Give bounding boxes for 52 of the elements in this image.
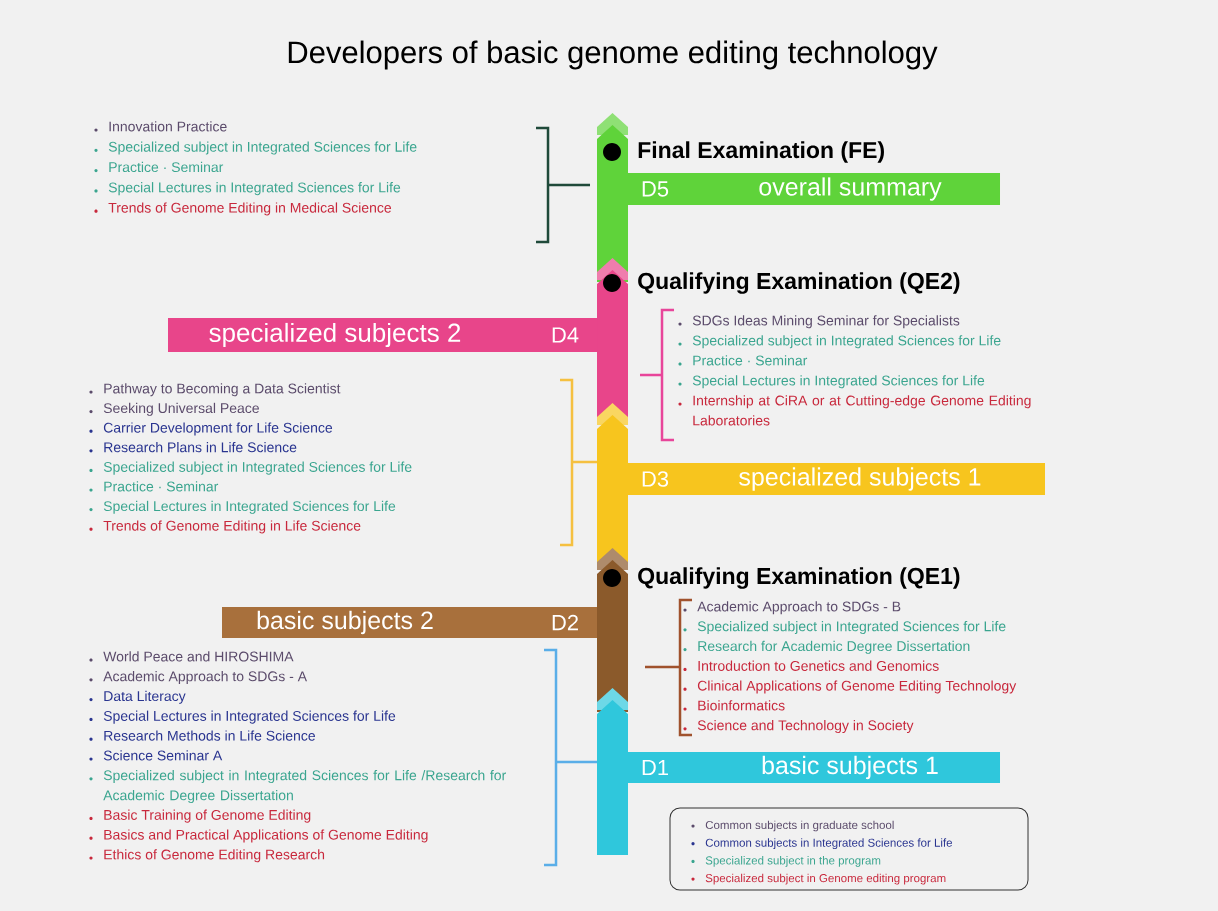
- course-item: Introduction to Genetics and Genomics: [683, 660, 939, 671]
- title: Developers of basic genome editing technology: [288, 40, 938, 70]
- node-label: specialized subjects 1: [739, 467, 981, 491]
- timeline-bar: basic subjects 2 D2: [222, 607, 597, 638]
- course-item: Special Lectures in Integrated Sciences for Life: [678, 375, 985, 389]
- node-label: D5: [642, 181, 669, 197]
- course-item: Bioinformatics: [683, 700, 785, 711]
- course-item: Special Lectures in Integrated Sciences for Life: [89, 710, 396, 724]
- course-item: Trends of Genome Editing in Life Science: [89, 520, 361, 534]
- examination-label: Qualifying Examination (QE2): [638, 272, 960, 294]
- course-item: Science Seminar A: [89, 750, 223, 761]
- course-item: Ethics of Genome Editing Research: [89, 849, 325, 863]
- node-label: D4: [552, 327, 579, 343]
- course-item: Basics and Practical Applications of Genome Editing: [89, 829, 428, 843]
- course-item: Research Plans in Life Science: [89, 442, 297, 453]
- node-label: specialized subjects 2: [209, 322, 461, 348]
- course-item: World Peace and HIROSHIMA: [89, 651, 294, 662]
- legend-entry: Common subjects in Integrated Sciences for Life: [691, 838, 952, 850]
- course-item: Specialized subject in Integrated Sciences for Life: [678, 335, 1001, 349]
- legend-entry: Specialized subject in the program: [691, 856, 881, 867]
- course-item: Basic Training of Genome Editing: [89, 809, 311, 823]
- course-item: Carrier Development for Life Science: [89, 422, 333, 436]
- course-item: Specialized subject in Integrated Sciences for Life /Research for Academic Degree Dissertation: [89, 770, 506, 804]
- course-item: Special Lectures in Integrated Sciences for Life: [94, 182, 401, 196]
- course-item: Seeking Universal Peace: [89, 402, 259, 416]
- course-item: Trends of Genome Editing in Medical Science: [94, 202, 392, 216]
- course-item: Internship at CiRA or at Cutting-edge Genome Editing Laboratories: [678, 395, 1031, 426]
- course-item: Practice · Seminar: [94, 161, 224, 173]
- examination-label: Qualifying Examination (QE1): [638, 567, 960, 589]
- examination-label: Final Examination (FE): [638, 141, 884, 163]
- course-item: Practice · Seminar: [89, 481, 219, 492]
- course-item: Pathway to Becoming a Data Scientist: [89, 383, 341, 397]
- course-item: Specialized subject in Integrated Sciences for Life: [89, 461, 412, 475]
- course-item: Data Literacy: [89, 690, 186, 704]
- node-label: basic subjects 1: [762, 755, 938, 780]
- course-item: Research for Academic Degree Dissertation: [683, 640, 970, 654]
- course-item: Academic Approach to SDGs - A: [89, 671, 307, 685]
- course-item: Specialized subject in Integrated Sciences for Life: [94, 141, 417, 155]
- course-item: Innovation Practice: [94, 121, 227, 132]
- course-item: Clinical Applications of Genome Editing Technology: [683, 680, 1017, 694]
- legend-entry: Specialized subject in Genome editing program: [691, 873, 946, 885]
- course-item: Practice · Seminar: [678, 355, 808, 366]
- course-item: Research Methods in Life Science: [89, 730, 315, 741]
- course-item: Academic Approach to SDGs - B: [683, 601, 901, 615]
- legend-entry: Common subjects in graduate school: [691, 820, 894, 832]
- course-item: Science and Technology in Society: [683, 720, 914, 734]
- course-item: SDGs Ideas Mining Seminar for Specialists: [678, 315, 960, 329]
- node-label: D3: [642, 471, 669, 487]
- course-item: Specialized subject in Integrated Sciences for Life: [683, 621, 1006, 635]
- node-label: D1: [642, 759, 668, 776]
- course-item: Special Lectures in Integrated Sciences for Life: [89, 500, 396, 514]
- node-label: overall summary: [759, 177, 942, 201]
